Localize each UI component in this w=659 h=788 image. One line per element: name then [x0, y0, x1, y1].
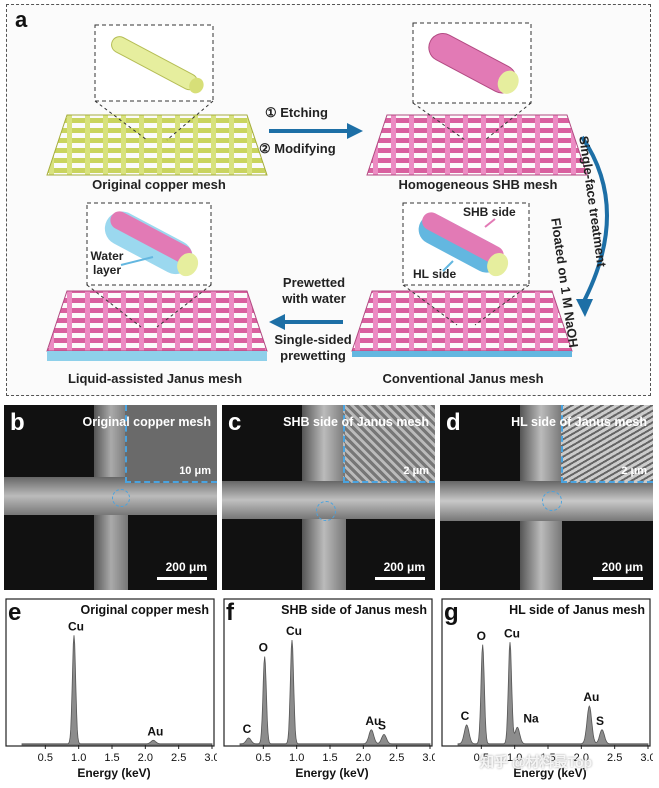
eds-frame	[223, 598, 433, 747]
peak-label-cu: Cu	[68, 619, 84, 633]
liquid-janus-mesh	[46, 290, 268, 352]
peak-label-c: C	[461, 709, 470, 723]
x-tick-label: 2.5	[171, 752, 186, 764]
sem-title-c: SHB side of Janus mesh	[283, 415, 429, 429]
panel-label-g: g	[444, 599, 459, 626]
shb-wire	[428, 33, 519, 94]
eds-spectrum	[239, 639, 431, 746]
text-modifying: ② Modifying	[259, 141, 336, 156]
sem-panel-c: c SHB side of Janus mesh 2 μm 200 μm	[222, 405, 435, 590]
text-prewetted: Prewetted	[282, 275, 346, 290]
x-tick-label: 1.0	[289, 752, 304, 764]
eds-title-e: Original copper mesh	[80, 603, 209, 617]
watermark: 知乎 @材料最Top	[480, 754, 593, 770]
x-tick-label: 3.0	[422, 752, 435, 764]
peak-label-o: O	[477, 629, 486, 643]
peak-label-na: Na	[523, 711, 539, 725]
x-tick-label: 3.0	[204, 752, 217, 764]
panel-label-d: d	[446, 409, 461, 436]
caption-homogeneous: Homogeneous SHB mesh	[398, 177, 558, 192]
panel-label-b: b	[10, 409, 25, 436]
peak-label-cu: Cu	[286, 624, 302, 638]
peak-label-au: Au	[365, 714, 381, 728]
text-with-water: with water	[282, 291, 346, 306]
label-water: Water	[90, 249, 124, 263]
arrow-float	[580, 135, 609, 306]
shb-mesh	[366, 114, 588, 176]
x-tick-label: 2.0	[138, 752, 153, 764]
sem-title-d: HL side of Janus mesh	[511, 415, 647, 429]
label-shb-side: SHB side	[463, 205, 516, 219]
text-prewetting: prewetting	[280, 348, 346, 363]
janus-mesh	[351, 290, 573, 352]
text-single-sided: Single-sided	[274, 332, 352, 347]
x-tick-label: 2.0	[574, 752, 589, 764]
panel-label-f: f	[226, 599, 234, 626]
x-axis-label: Energy (keV)	[513, 766, 586, 780]
peak-label-cu: Cu	[504, 627, 520, 641]
inset-scale-d: 2 μm	[621, 465, 647, 477]
panel-label-a: a	[15, 7, 28, 32]
x-tick-label: 0.5	[474, 752, 489, 764]
text-etching: ① Etching	[265, 105, 328, 120]
x-tick-label: 1.5	[104, 752, 119, 764]
caption-liquid: Liquid-assisted Janus mesh	[67, 371, 243, 386]
scale-d: 200 μm	[601, 560, 643, 574]
x-tick-label: 2.5	[389, 752, 404, 764]
peak-label-c: C	[243, 722, 252, 736]
x-axis-label: Energy (keV)	[295, 766, 368, 780]
copper-mesh	[46, 114, 268, 176]
label-hl-side: HL side	[413, 267, 457, 281]
inset-scale-b: 10 μm	[179, 465, 211, 477]
liquid-janus-wire	[104, 211, 199, 277]
sem-panel-d: d HL side of Janus mesh 2 μm 200 μm	[440, 405, 653, 590]
eds-frame	[5, 598, 215, 747]
scale-c: 200 μm	[383, 560, 425, 574]
eds-title-g: HL side of Janus mesh	[509, 603, 645, 617]
schematic-graphics	[46, 22, 609, 361]
eds-title-f: SHB side of Janus mesh	[281, 603, 427, 617]
x-tick-label: 2.5	[607, 752, 622, 764]
schematic-panel: a	[6, 4, 651, 396]
peak-label-au: Au	[147, 724, 163, 738]
eds-spectrum	[457, 642, 649, 746]
x-tick-label: 1.0	[507, 752, 522, 764]
x-tick-label: 2.0	[356, 752, 371, 764]
x-tick-label: 0.5	[256, 752, 271, 764]
label-layer: layer	[92, 263, 122, 277]
inset-scale-c: 2 μm	[403, 465, 429, 477]
peak-label-s: S	[596, 714, 604, 728]
eds-spectrum	[21, 635, 213, 746]
caption-original: Original copper mesh	[92, 177, 226, 192]
x-tick-label: 1.0	[71, 752, 86, 764]
x-axis-label: Energy (keV)	[77, 766, 150, 780]
janus-wire	[418, 212, 509, 277]
sem-title-b: Original copper mesh	[82, 415, 211, 429]
panel-label-c: c	[228, 409, 242, 436]
x-tick-label: 1.5	[540, 752, 555, 764]
panel-label-e: e	[8, 599, 22, 626]
caption-conventional: Conventional Janus mesh	[382, 371, 544, 386]
x-tick-label: 3.0	[640, 752, 653, 764]
peak-label-s: S	[378, 719, 386, 733]
scale-b: 200 μm	[165, 560, 207, 574]
sem-panel-b: b Original copper mesh 10 μm 200 μm	[4, 405, 217, 590]
eds-frame	[441, 598, 651, 747]
x-tick-label: 0.5	[38, 752, 53, 764]
x-tick-label: 1.5	[322, 752, 337, 764]
peak-label-au: Au	[583, 690, 599, 704]
copper-wire	[111, 36, 204, 94]
peak-label-o: O	[259, 641, 268, 655]
